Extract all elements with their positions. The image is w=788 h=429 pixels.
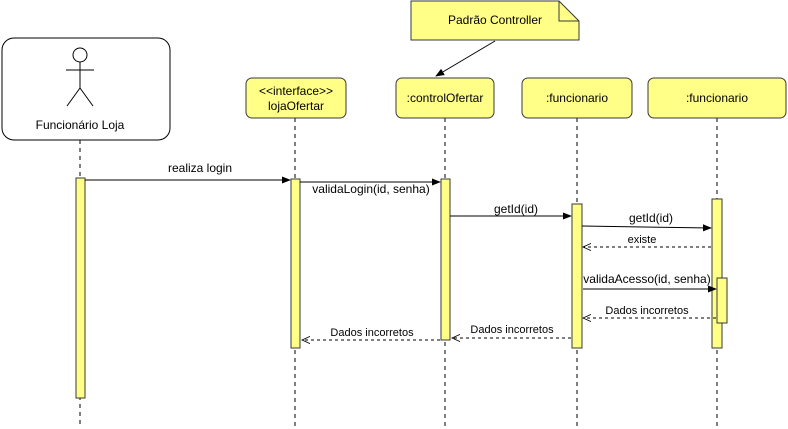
participant-stereotype: <<interface>> <box>259 84 333 98</box>
message-dados-incorretos-3: Dados incorretos <box>302 327 440 340</box>
message-validaacesso: validaAcesso(id, senha) <box>583 272 717 293</box>
message-existe: existe <box>583 234 711 247</box>
activation-funcionario-2-nested <box>716 277 728 324</box>
note-connector-arrow <box>435 40 496 77</box>
message-realiza-login: realiza login <box>85 161 291 184</box>
participant-funcionario-2: :funcionario <box>647 77 787 119</box>
message-label: validaAcesso(id, senha) <box>583 272 710 286</box>
message-dados-incorretos-1: Dados incorretos <box>583 305 716 318</box>
message-label: Dados incorretos <box>330 327 414 339</box>
message-label: realiza login <box>168 161 232 175</box>
note-padrao-controller: Padrão Controller <box>410 0 580 41</box>
actor-funcionario-loja: Funcionário Loja <box>1 37 171 141</box>
stick-figure-icon <box>66 47 94 107</box>
participant-name: :controlOfertar <box>407 91 484 105</box>
message-dados-incorretos-2: Dados incorretos <box>452 324 571 338</box>
message-getid-1: getId(id) <box>450 202 572 220</box>
participant-name: :funcionario <box>686 91 748 105</box>
participant-funcionario-1: :funcionario <box>521 77 633 119</box>
participant-name: lojaOfertar <box>268 99 324 113</box>
message-label: Dados incorretos <box>470 324 554 336</box>
participant-controlofertar: :controlOfertar <box>395 77 495 119</box>
actor-label: Funcionário Loja <box>36 118 125 132</box>
message-validalogin: validaLogin(id, senha) <box>300 178 441 196</box>
message-label: Dados incorretos <box>605 305 689 317</box>
activation-lojaofertar <box>290 178 301 349</box>
note-text: Padrão Controller <box>448 13 542 27</box>
activation-bars <box>75 177 728 399</box>
activation-funcionario-2 <box>711 198 723 349</box>
activation-actor <box>75 177 86 399</box>
message-label: getId(id) <box>629 211 673 225</box>
participant-lojaofertar: <<interface>> lojaOfertar <box>245 77 347 119</box>
message-getid-2: getId(id) <box>581 211 712 232</box>
participant-name: :funcionario <box>546 91 608 105</box>
activation-funcionario-1 <box>571 203 583 349</box>
message-label: getId(id) <box>494 202 538 216</box>
message-label: existe <box>628 234 657 246</box>
message-label: validaLogin(id, senha) <box>312 182 429 196</box>
activation-controlofertar <box>440 178 451 341</box>
